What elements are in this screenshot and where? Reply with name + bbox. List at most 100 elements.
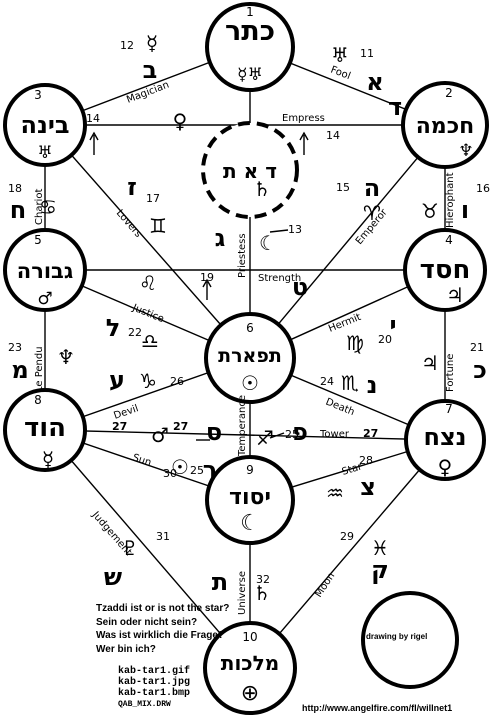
sephira-1-planet: ☿♅ bbox=[237, 65, 263, 85]
path-symbol-saturn: ♄ bbox=[253, 581, 271, 605]
path-letter-kaf: כ bbox=[473, 356, 487, 384]
sephira-5-number: 5 bbox=[34, 233, 42, 247]
sephira-7-circle bbox=[404, 399, 486, 481]
file-name: kab-tar1.gif bbox=[118, 666, 191, 677]
path-letter-shin: ש bbox=[104, 563, 122, 591]
credit-text: drawing by rigel bbox=[366, 632, 428, 641]
sephira-1-hebrew: כתר bbox=[225, 16, 275, 47]
notes-block: Tzaddi ist or is not the star? Sein oder… bbox=[96, 602, 356, 656]
path-num-26: 26 bbox=[170, 375, 184, 388]
path-letter-qof: ק bbox=[371, 556, 389, 584]
path-num-15: 15 bbox=[336, 181, 350, 194]
path-num-30: 30 bbox=[163, 467, 177, 480]
file-name: kab-tar1.jpg bbox=[118, 677, 191, 688]
path-symbol-moon: ☾ bbox=[259, 231, 277, 255]
sephira-2-circle bbox=[401, 81, 489, 169]
path-letter-pe: פ bbox=[292, 418, 308, 446]
path-num-17: 17 bbox=[146, 192, 160, 205]
sephira-2-planet: ♆ bbox=[458, 141, 473, 161]
path-num-32: 32 bbox=[256, 573, 270, 586]
path-letter-aleph: א bbox=[366, 68, 383, 96]
path-num-12: 12 bbox=[120, 39, 134, 52]
sephira-4-number: 4 bbox=[445, 233, 453, 247]
sephira-1-number: 1 bbox=[246, 5, 254, 19]
arrow-mark bbox=[299, 131, 309, 141]
path-num-24: 24 bbox=[320, 375, 334, 388]
path-num-23: 23 bbox=[8, 341, 22, 354]
note-line: Was ist wirklich die Frage? bbox=[96, 630, 224, 641]
path-name-lovers: Lovers bbox=[114, 208, 144, 240]
sephira-planets: ☿♅ ♆ ♅ ♃ ♂ ☉ ♀ ☿ ☾ ⊕ bbox=[37, 65, 473, 706]
daath-circle bbox=[201, 121, 299, 219]
path-line-2-6 bbox=[249, 124, 446, 359]
sephira-names: כתר חכמה בינה חסד גבורה תפארת נצח הוד יס… bbox=[17, 16, 475, 675]
path-symbol-gemini: ♊ bbox=[149, 214, 167, 238]
sephira-7-planet: ♀ bbox=[438, 455, 453, 479]
sephira-10-hebrew: מלכות bbox=[221, 651, 279, 675]
path-letter-mem: מ bbox=[11, 356, 28, 384]
sephira-circles bbox=[3, 2, 489, 715]
path-letter-samekh: ס bbox=[206, 418, 222, 446]
sephira-10-planet: ⊕ bbox=[241, 681, 259, 706]
arrow-mark bbox=[202, 278, 212, 288]
path-letter-yod: י bbox=[389, 311, 396, 339]
arrow-mark bbox=[269, 432, 285, 439]
path-symbol-pisces: ♓ bbox=[371, 536, 389, 560]
sephira-9-planet: ☾ bbox=[240, 511, 260, 536]
sephira-1-circle bbox=[205, 2, 295, 92]
path-num-31: 31 bbox=[156, 530, 170, 543]
sephira-8-number: 8 bbox=[34, 393, 42, 407]
path-letter-zayin: ז bbox=[127, 173, 137, 201]
sephira-6-hebrew: תפארת bbox=[218, 345, 282, 367]
path-symbol-cancer: ♋ bbox=[39, 195, 57, 219]
path-num-27b: 27 bbox=[173, 420, 188, 433]
path-symbol-virgo: ♍ bbox=[346, 331, 364, 355]
path-name-chariot: Chariot bbox=[34, 189, 45, 225]
sephira-3-hebrew: בינה bbox=[20, 111, 69, 139]
path-num-11: 11 bbox=[360, 47, 374, 60]
note-line: Sein oder nicht sein? bbox=[96, 616, 198, 628]
path-num-22: 22 bbox=[128, 326, 142, 339]
path-symbol-uranus: ♅ bbox=[331, 43, 349, 67]
path-num-29: 29 bbox=[340, 530, 354, 543]
path-line-3-6 bbox=[44, 124, 251, 359]
path-symbol-neptune: ♆ bbox=[57, 345, 75, 369]
path-line-7-10 bbox=[249, 439, 446, 669]
path-num-16: 16 bbox=[476, 182, 490, 195]
sephira-4-planet: ♃ bbox=[446, 283, 464, 307]
path-symbol-sagittarius: ♐ bbox=[256, 426, 274, 450]
sephira-5-planet: ♂ bbox=[37, 289, 52, 309]
note-line: Tzaddi ist or is not the star? bbox=[96, 603, 230, 614]
path-symbol-aries: ♈ bbox=[363, 201, 381, 225]
path-name-tower: Tower bbox=[319, 429, 350, 440]
path-name-temperance: Temperance bbox=[237, 395, 248, 457]
sephira-6-planet: ☉ bbox=[241, 371, 259, 395]
path-letter-ayin: ע bbox=[109, 366, 125, 394]
sephira-6-circle bbox=[204, 312, 296, 404]
arrow-mark bbox=[89, 131, 99, 141]
sephira-9-hebrew: יסוד bbox=[229, 485, 271, 510]
sephira-7-hebrew: נצח bbox=[423, 423, 466, 451]
path-line-8-10 bbox=[44, 429, 251, 669]
path-letter-tav: ת bbox=[212, 568, 228, 596]
path-name-moon: Moon bbox=[313, 571, 337, 600]
path-numbers: 12 11 14 14 18 17 13 15 16 19 22 20 23 2… bbox=[8, 39, 490, 586]
path-symbol-pluto: ♇ bbox=[121, 536, 139, 560]
sephira-3-number: 3 bbox=[34, 88, 42, 102]
path-symbol-jupiter: ♃ bbox=[421, 351, 439, 375]
path-num-20: 20 bbox=[378, 333, 392, 346]
path-letter-lamed: ל bbox=[106, 314, 121, 342]
note-line: Wer bin ich? bbox=[96, 643, 156, 655]
path-letter-tet: ט bbox=[292, 273, 308, 301]
sephira-4-circle bbox=[403, 228, 487, 312]
path-num-14b: 14 bbox=[326, 129, 340, 142]
path-name-justice: Justice bbox=[130, 302, 166, 325]
path-letter-resh: ר bbox=[203, 456, 217, 484]
path-symbol-libra: ♎ bbox=[141, 329, 159, 353]
path-num-27a: 27 bbox=[112, 420, 127, 433]
path-letters: ב א ד ח ז ג ה ו ט ל י מ כ ע נ פ ס ר צ ש … bbox=[10, 56, 487, 596]
path-letter-nun: נ bbox=[367, 371, 378, 399]
sephira-3-circle bbox=[3, 83, 87, 167]
path-letter-chet: ח bbox=[10, 196, 27, 224]
